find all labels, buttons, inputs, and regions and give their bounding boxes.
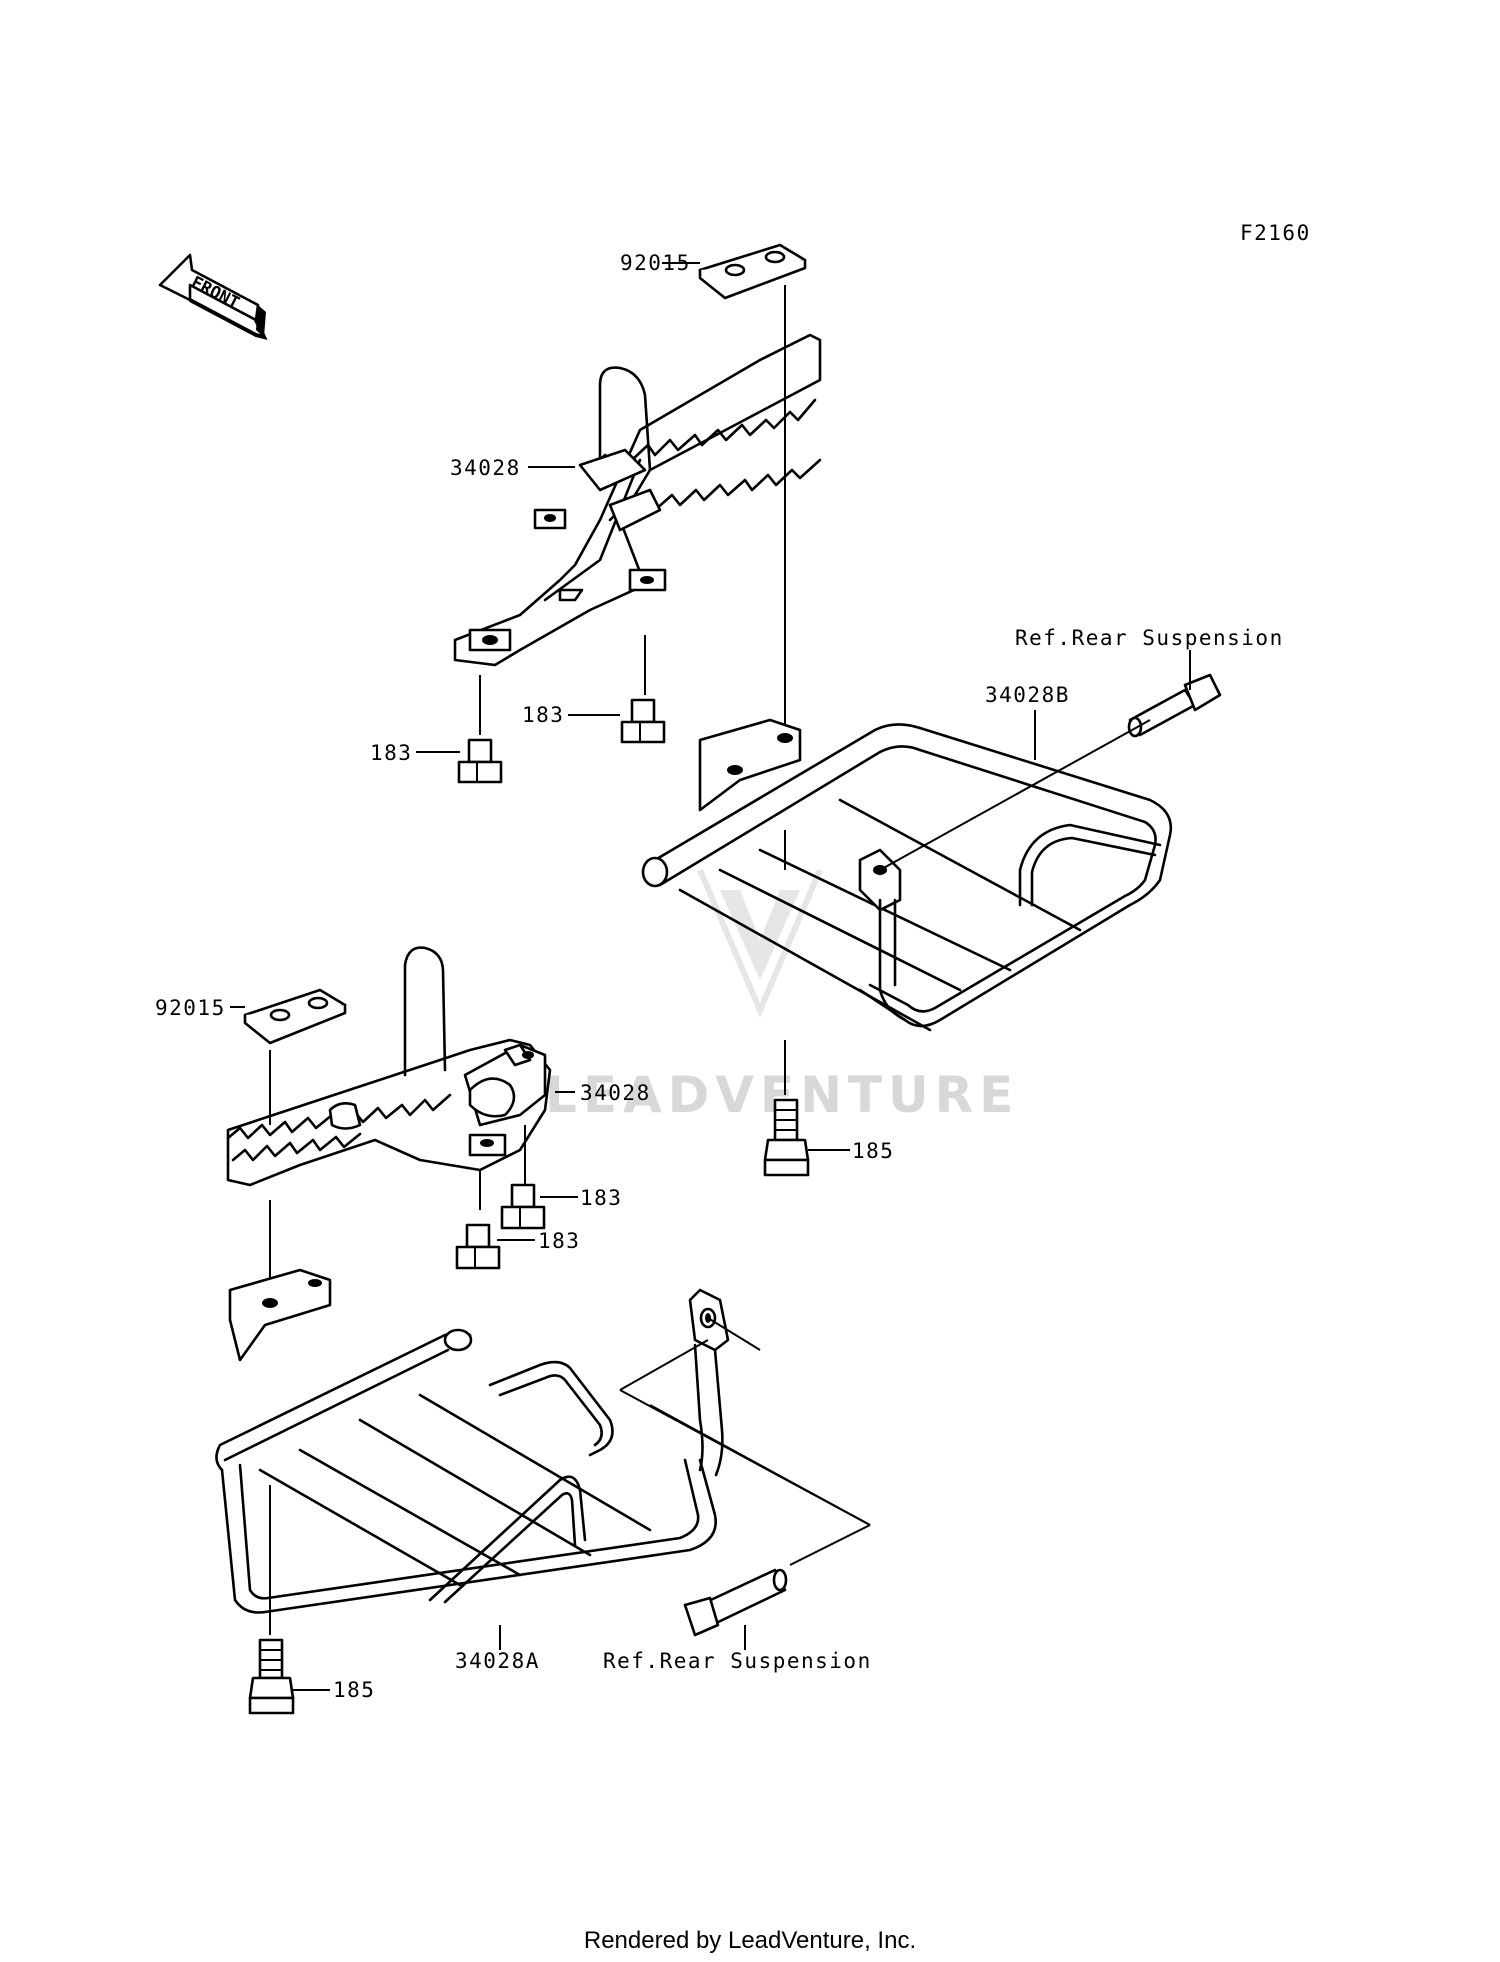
bolt-ref-rear-suspension-top (1127, 673, 1222, 738)
upper-step-assembly (453, 243, 822, 667)
callout-ref-rear-suspension-bottom: Ref.Rear Suspension (603, 1649, 872, 1673)
pad-92015-lower (243, 988, 347, 1045)
callout-183-upper-left: 183 (370, 741, 412, 765)
bolt-185-left (248, 1638, 295, 1715)
callout-183-upper-right: 183 (522, 703, 564, 727)
lower-step-assembly (226, 946, 552, 1187)
diagram-code: F2160 (1240, 221, 1311, 245)
front-label: FRONT (188, 273, 243, 314)
front-arrow-icon: FRONT (158, 253, 268, 340)
guard-34028B (641, 718, 1173, 1032)
callout-183-lower-left: 183 (538, 1229, 580, 1253)
callout-92015-top: 92015 (620, 251, 691, 275)
pad-92015-top (698, 243, 807, 300)
callout-34028-upper: 34028 (450, 456, 521, 480)
callout-34028A: 34028A (455, 1649, 540, 1673)
bolt-185-right (763, 1098, 810, 1177)
callout-34028-lower: 34028 (580, 1081, 651, 1105)
nut-183-upper-right (620, 698, 666, 744)
bolt-ref-rear-suspension-bottom (683, 1568, 788, 1637)
guard-34028A (215, 1268, 730, 1614)
callout-ref-rear-suspension-top: Ref.Rear Suspension (1015, 626, 1284, 650)
nut-183-lower-left (455, 1223, 501, 1270)
callout-34028B: 34028B (985, 683, 1070, 707)
footer-credit: Rendered by LeadVenture, Inc. (584, 1927, 916, 1954)
callout-92015-lower: 92015 (155, 996, 226, 1020)
callout-185-right: 185 (852, 1139, 894, 1163)
callout-185-left: 185 (333, 1678, 375, 1702)
nut-183-lower-right (500, 1183, 546, 1230)
nut-183-upper-left (457, 738, 503, 784)
callout-183-lower-right: 183 (580, 1186, 622, 1210)
